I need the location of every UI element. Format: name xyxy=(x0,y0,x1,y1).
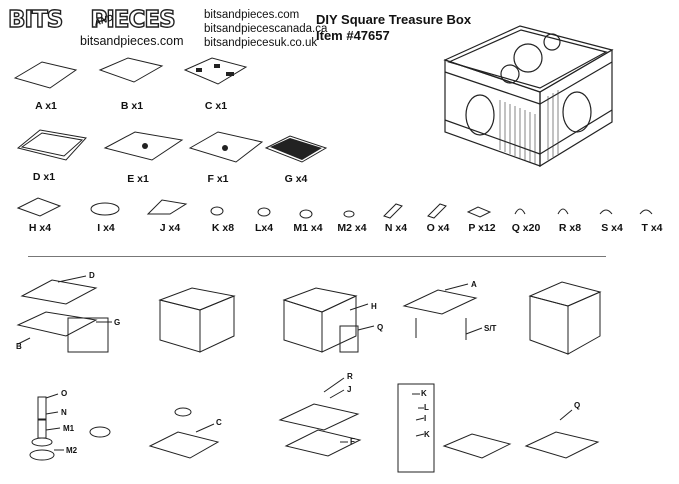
site-uk: bitsandpiecesuk.co.uk xyxy=(204,37,318,49)
product-title: DIY Square Treasure Box Item #47657 xyxy=(316,12,471,44)
callout-l: L xyxy=(424,403,429,412)
part-label-f: F x1 xyxy=(207,173,229,185)
callout-r: R xyxy=(347,372,353,381)
title-line1: DIY Square Treasure Box xyxy=(316,12,472,27)
callout-q-step3: Q xyxy=(377,323,384,332)
part-label-c: C x1 xyxy=(204,100,228,112)
part-label-q: Q x20 xyxy=(511,222,541,234)
callout-b: B xyxy=(16,342,22,351)
part-label-s: S x4 xyxy=(601,222,623,234)
callout-o: O xyxy=(61,389,68,398)
part-label-o: O x4 xyxy=(426,222,450,234)
callout-f: F xyxy=(350,437,355,446)
brand-logo: BITS PIECES AND bitsandpieces.com xyxy=(7,7,198,54)
part-label-j: J x4 xyxy=(159,222,181,234)
brand-logo-text: BITS PIECES xyxy=(7,7,176,33)
site-list: bitsandpieces.com bitsandpiecescanada.ca… xyxy=(204,8,327,50)
part-label-k: K x8 xyxy=(211,222,235,234)
part-label-g: G x4 xyxy=(284,173,308,185)
callout-m2: M2 xyxy=(66,446,78,455)
callout-d: D xyxy=(89,271,95,280)
title-line2: Item #47657 xyxy=(316,28,390,43)
part-label-b: B x1 xyxy=(120,100,144,112)
part-label-d: D x1 xyxy=(32,171,56,183)
callout-c: C xyxy=(216,418,222,427)
callout-m1: M1 xyxy=(63,424,75,433)
part-label-n: N x4 xyxy=(384,222,408,234)
callout-i: I xyxy=(424,414,427,423)
brand-url: bitsandpieces.com xyxy=(80,34,184,48)
callout-n: N xyxy=(61,408,67,417)
callout-j: J xyxy=(347,385,352,394)
callout-k-bottom: K xyxy=(424,430,430,439)
part-label-h: H x4 xyxy=(28,222,52,234)
part-label-t: T x4 xyxy=(641,222,663,234)
callout-h: H xyxy=(371,302,377,311)
part-label-p: P x12 xyxy=(468,222,496,234)
section-divider xyxy=(28,256,606,257)
part-label-r: R x8 xyxy=(558,222,582,234)
site-us: bitsandpieces.com xyxy=(204,9,300,21)
part-label-i: I x4 xyxy=(97,222,115,234)
part-label-m1: M1 x4 xyxy=(293,222,323,234)
callout-a: A xyxy=(471,280,477,289)
site-canada: bitsandpiecescanada.ca xyxy=(204,23,328,35)
part-label-l: Lx4 xyxy=(254,222,274,234)
part-label-e: E x1 xyxy=(127,173,149,185)
part-label-m2: M2 x4 xyxy=(337,222,367,234)
callout-k-top: K xyxy=(421,389,427,398)
callout-q-step11: Q xyxy=(574,401,581,410)
callout-st: S/T xyxy=(484,324,497,333)
part-label-a: A x1 xyxy=(35,100,57,112)
callout-g: G xyxy=(114,318,121,327)
